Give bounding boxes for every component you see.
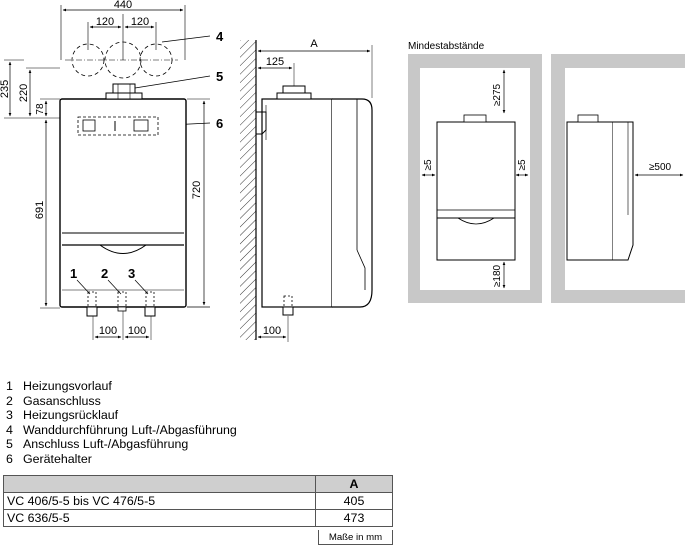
clearance-bottom-label: ≥180 (492, 264, 503, 287)
dim-125-label: 125 (266, 56, 284, 68)
callout-3: 3 (128, 266, 135, 281)
table-header-A: A (315, 475, 393, 493)
table-row: VC 636/5-5 473 (3, 509, 393, 527)
unit-note: Maße in mm (318, 530, 393, 545)
callout-4: 4 (216, 29, 224, 44)
clearance-boiler-front (436, 121, 516, 261)
clearance-title: Mindestabstände (408, 41, 485, 52)
dimension-table: A VC 406/5-5 bis VC 476/5-5 405 VC 636/5… (3, 475, 393, 527)
callout-1: 1 (70, 266, 77, 281)
table-header-row: A (3, 475, 393, 493)
callout-6: 6 (216, 116, 223, 131)
callout-5: 5 (216, 69, 223, 84)
table-header-model (3, 475, 316, 493)
wall-hatch (240, 40, 256, 340)
table-cell-value: 473 (315, 509, 393, 527)
table-row: VC 406/5-5 bis VC 476/5-5 405 (3, 492, 393, 510)
clearance-boiler-side (566, 121, 614, 261)
clearance-diagram: Mindestabstände ≥275 ≥5 ≥5 ≥180 ≥500 (408, 41, 685, 303)
clearance-top-label: ≥275 (492, 83, 503, 106)
callout-2: 2 (101, 266, 108, 281)
clearance-left-label: ≥5 (423, 159, 434, 170)
dim-78-label: 78 (35, 103, 46, 115)
side-view: A 125 100 (240, 38, 373, 342)
front-view: 440 120 120 4 5 6 235 220 78 (0, 0, 224, 340)
dim-720-label: 720 (191, 181, 203, 199)
table-cell-model: VC 636/5-5 (3, 509, 316, 527)
table-cell-model: VC 406/5-5 bis VC 476/5-5 (3, 492, 316, 510)
dim-pipe-left-label: 100 (99, 325, 117, 337)
dim-pipe-right-label: 100 (128, 325, 146, 337)
technical-drawing: 440 120 120 4 5 6 235 220 78 (0, 0, 685, 342)
dim-width-label: 440 (114, 0, 132, 11)
dim-side-100-label: 100 (263, 325, 281, 337)
pipe-connections (86, 291, 156, 317)
dim-220-label: 220 (18, 84, 30, 102)
boiler-side-body (261, 98, 333, 308)
dim-left-offset-label: 120 (96, 16, 114, 28)
clearance-front-label: ≥500 (649, 162, 672, 173)
dim-691-label: 691 (34, 201, 46, 219)
dim-A-label: A (310, 38, 318, 50)
dim-right-offset-label: 120 (131, 16, 149, 28)
table-cell-value: 405 (315, 492, 393, 510)
boiler-front-body (59, 98, 187, 308)
dim-235-label: 235 (0, 80, 11, 98)
clearance-right-label: ≥5 (517, 159, 528, 170)
